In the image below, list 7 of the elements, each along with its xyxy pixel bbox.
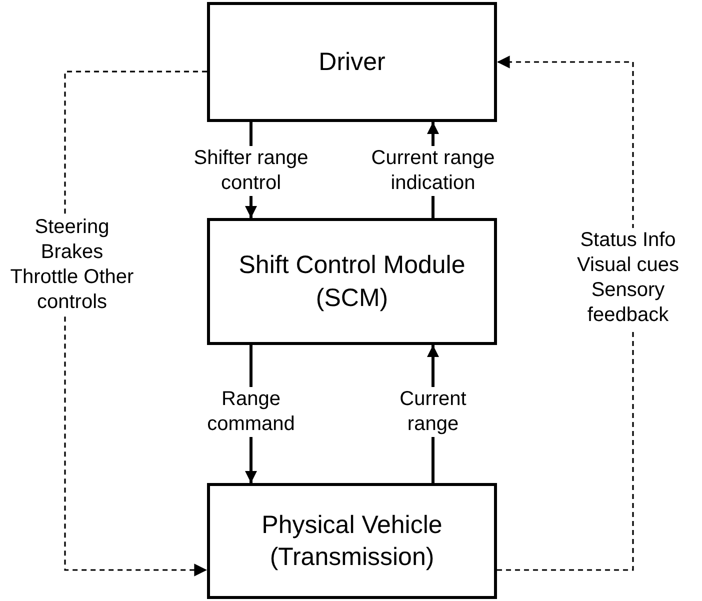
box-label: Shift Control Module (SCM) (238, 250, 466, 314)
edge-label: Steering Brakes Throttle Other controls (8, 215, 136, 315)
process-box (207, 483, 497, 599)
box-label: Driver (318, 46, 386, 78)
box-label: Physical Vehicle (Transmission) (260, 510, 444, 573)
process-box (207, 218, 497, 345)
process-box (207, 2, 497, 122)
